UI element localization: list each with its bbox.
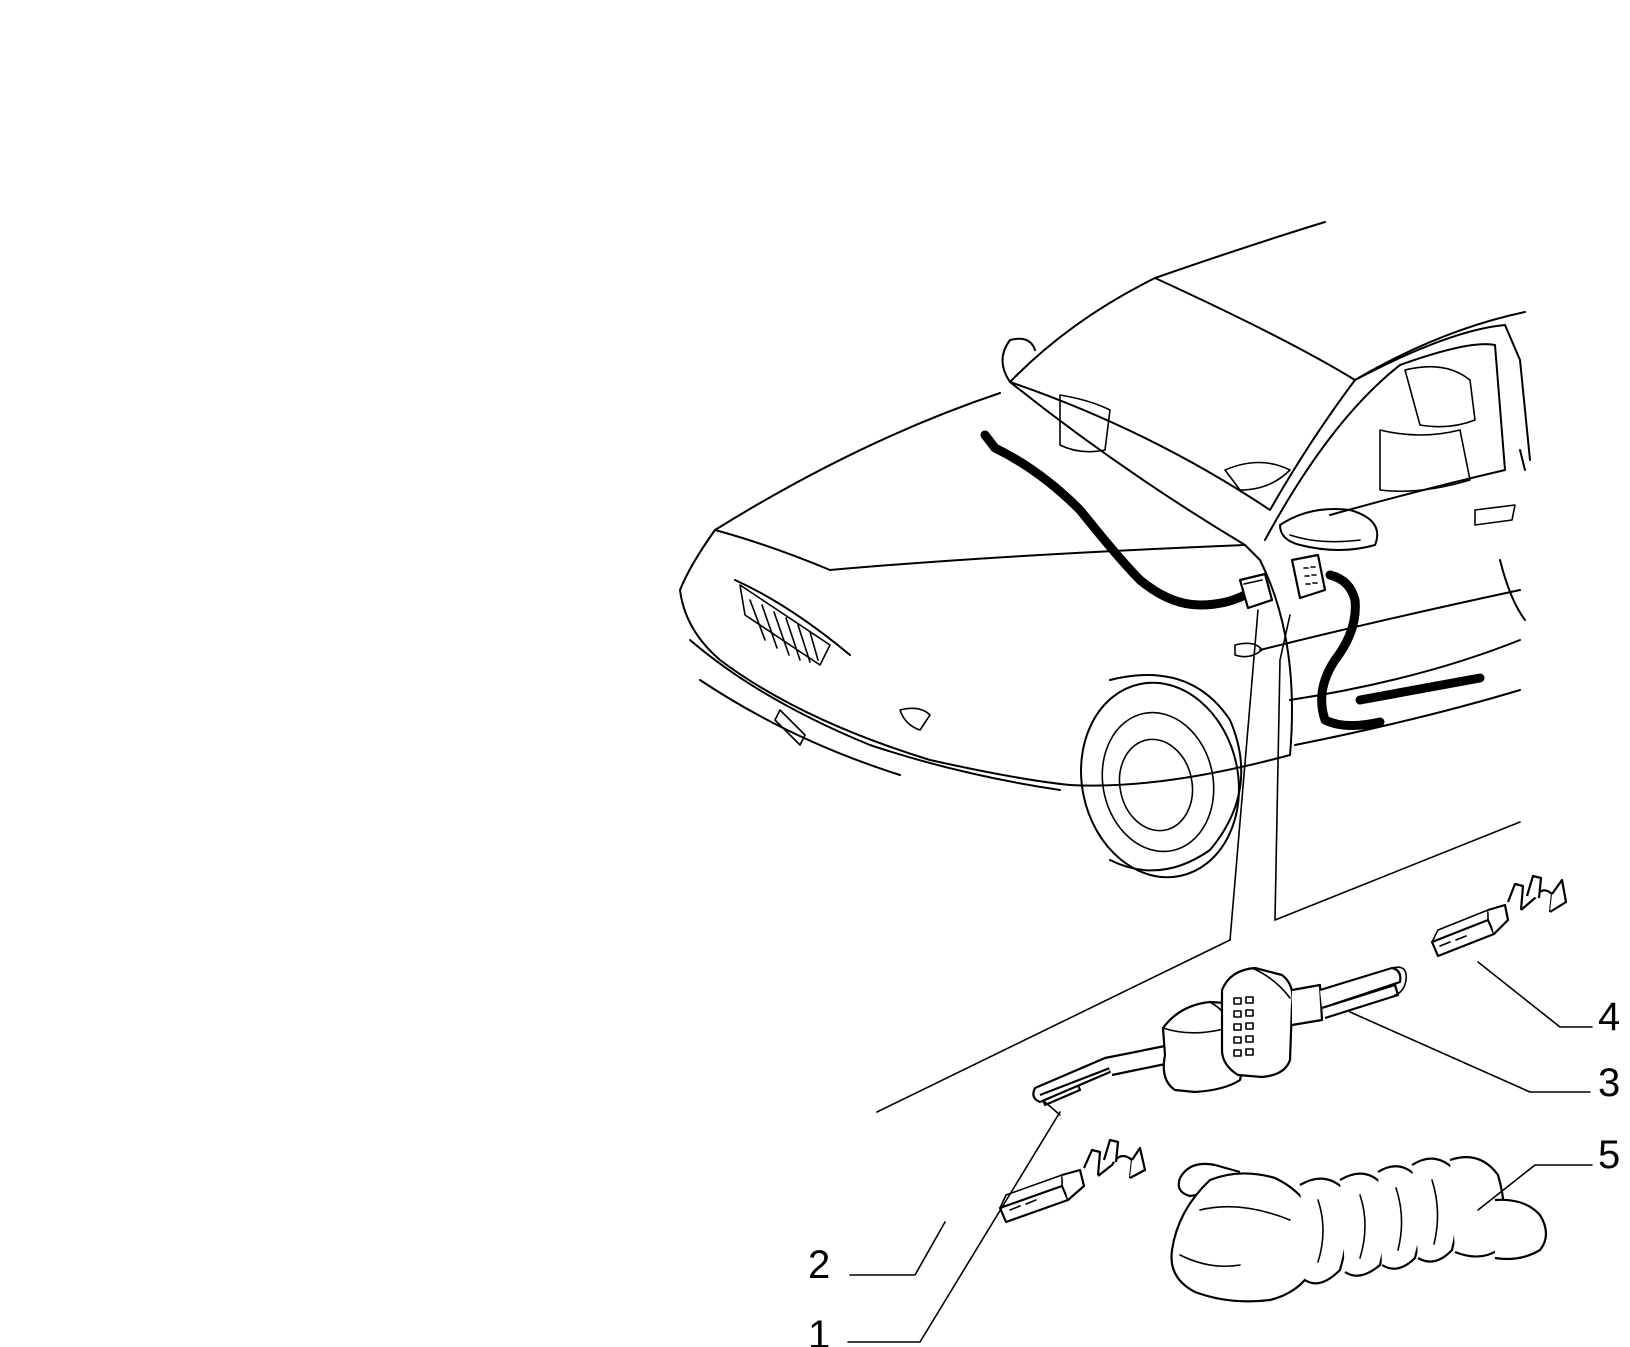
front-wheel	[1080, 674, 1243, 879]
callout-5: 5	[1598, 1133, 1620, 1177]
callout-2: 2	[808, 1243, 830, 1287]
leader-3	[1349, 1011, 1591, 1093]
leader-5	[1477, 1164, 1593, 1211]
grille-icon	[749, 599, 819, 663]
connector-pins	[1233, 996, 1254, 1057]
leader-2	[849, 1221, 946, 1276]
leader-4	[1477, 961, 1593, 1028]
callout-3: 3	[1598, 1061, 1620, 1105]
callout-leaders	[847, 961, 1593, 1343]
callout-4: 4	[1598, 995, 1620, 1039]
callout-1: 1	[808, 1313, 830, 1347]
part-4-crimp-terminal	[1430, 874, 1568, 958]
part-5-rubber-grommet	[1170, 1156, 1548, 1303]
part-2-crimp-terminal	[998, 1138, 1147, 1224]
wiring-harness	[980, 430, 1385, 730]
leader-1	[847, 1111, 1061, 1343]
car-illustration	[679, 221, 1531, 879]
part-3-multipin-connector	[1220, 966, 1408, 1079]
leader-lines	[876, 609, 1521, 1113]
part-1-plug-connector	[1032, 1000, 1253, 1116]
